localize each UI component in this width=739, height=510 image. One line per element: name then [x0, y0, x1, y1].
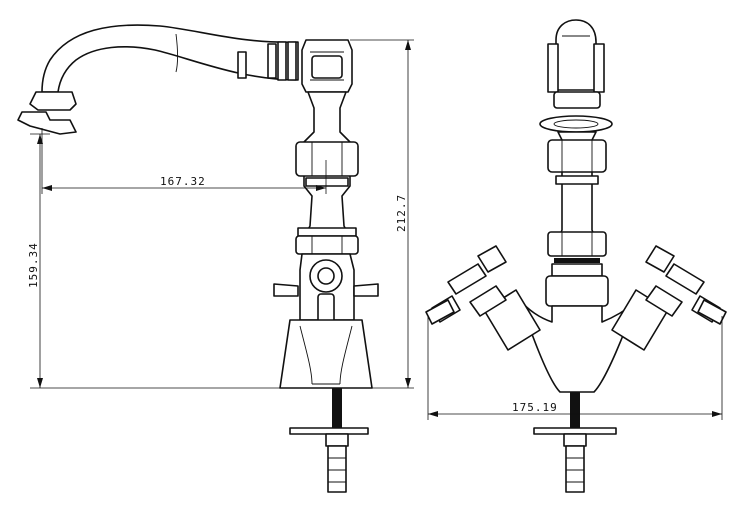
front-body [519, 299, 637, 393]
spout [41, 24, 299, 93]
spout-ring-4 [287, 41, 297, 81]
mount-threaded-rod [332, 388, 342, 428]
dim-label-handle-span: 175.19 [512, 401, 558, 414]
mount-plate [289, 427, 369, 435]
base [279, 319, 373, 389]
dim-label-spout-reach: 167.32 [160, 175, 206, 188]
spout-ring-3 [277, 41, 287, 81]
aerator-tip [17, 111, 77, 135]
mount-nut [327, 445, 347, 493]
front-collar [539, 115, 613, 133]
front-mount-nut [565, 445, 585, 493]
front-mount-plate [533, 427, 617, 435]
side-view [17, 24, 379, 493]
handle-cross [273, 283, 299, 297]
front-view [425, 19, 727, 493]
front-threaded-rod [570, 392, 580, 428]
left-valve [425, 245, 541, 351]
spout-ring-2 [267, 43, 277, 79]
spout-ring-1 [237, 51, 247, 79]
dimension-lines [30, 39, 723, 420]
dim-label-spout-height: 159.34 [27, 242, 40, 288]
front-spout [555, 19, 597, 91]
right-valve [611, 245, 727, 351]
column-nut [295, 141, 359, 177]
aerator [29, 91, 77, 111]
dim-label-total-height: 212.7 [395, 194, 408, 232]
spout-seam [175, 33, 178, 73]
